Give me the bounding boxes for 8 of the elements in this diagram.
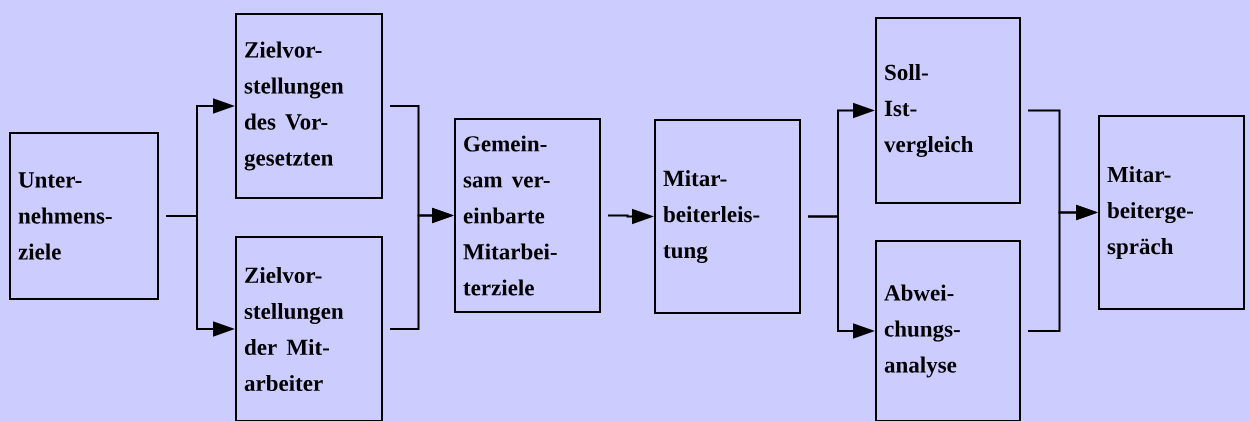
process-box: Soll- Ist- vergleich	[875, 17, 1021, 204]
process-box: Zielvor- stellungen der Mit- arbeiter	[235, 236, 383, 421]
process-box: Gemein- sam ver- einbarte Mitarbei- terziele	[454, 118, 601, 313]
process-box: Abwei- chungs- analyse	[875, 240, 1021, 421]
process-box: Zielvor- stellungen des Vor- gesetzten	[235, 13, 383, 199]
process-box: Unter- nehmens- ziele	[9, 132, 159, 300]
process-box: Mitar- beiterge- spräch	[1098, 115, 1245, 310]
process-box: Mitar- beiterleis- tung	[654, 119, 801, 314]
